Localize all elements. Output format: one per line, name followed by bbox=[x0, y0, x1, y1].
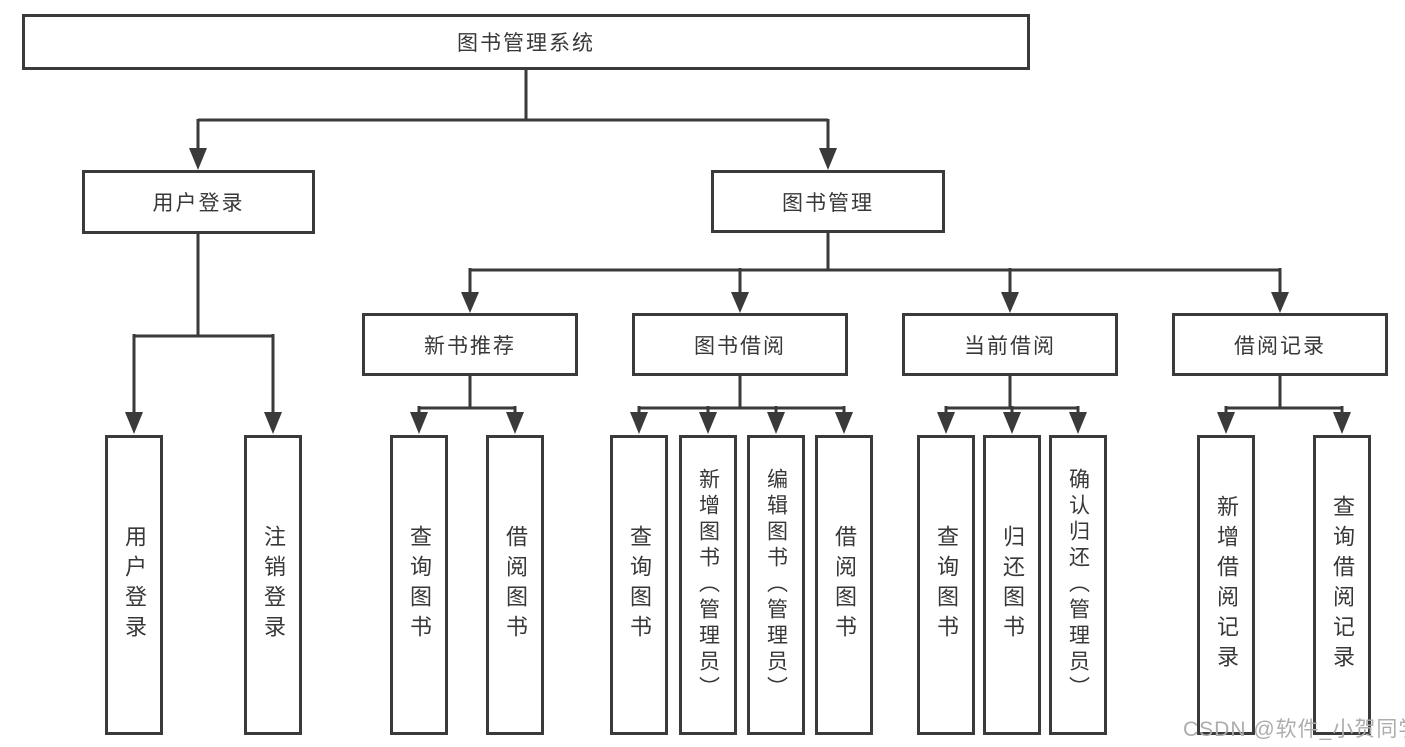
leaf-query-borrow-record: 查询借阅记录 bbox=[1313, 435, 1371, 735]
node-label: 归还图书 bbox=[1000, 525, 1025, 645]
node-label: 查询图书 bbox=[934, 525, 959, 645]
node-label: 新增图书（管理员） bbox=[696, 468, 720, 702]
node-label: 新书推荐 bbox=[424, 334, 516, 358]
node-label: 查询图书 bbox=[407, 525, 432, 645]
leaf-query-books-recommend: 查询图书 bbox=[390, 435, 448, 735]
node-book-management: 图书管理 bbox=[711, 170, 945, 233]
leaf-edit-books-admin: 编辑图书（管理员） bbox=[747, 435, 805, 735]
leaf-query-books-borrowing: 查询图书 bbox=[610, 435, 668, 735]
node-label: 图书借阅 bbox=[694, 334, 786, 358]
leaf-return-books: 归还图书 bbox=[983, 435, 1041, 735]
node-library-management-system: 图书管理系统 bbox=[22, 14, 1030, 70]
node-label: 图书管理系统 bbox=[457, 32, 595, 55]
node-label: 图书管理 bbox=[782, 191, 874, 215]
node-label: 借阅记录 bbox=[1234, 334, 1326, 358]
node-label: 注销登录 bbox=[261, 525, 286, 645]
node-current-borrowing: 当前借阅 bbox=[902, 313, 1118, 376]
leaf-borrow-books-borrowing: 借阅图书 bbox=[815, 435, 873, 735]
leaf-logout: 注销登录 bbox=[244, 435, 302, 735]
node-label: 编辑图书（管理员） bbox=[764, 468, 788, 702]
arrowheads bbox=[125, 148, 1351, 434]
node-label: 新增借阅记录 bbox=[1214, 495, 1239, 675]
leaf-query-books-current: 查询图书 bbox=[917, 435, 975, 735]
leaf-borrow-books-recommend: 借阅图书 bbox=[486, 435, 544, 735]
node-label: 确认归还（管理员） bbox=[1066, 468, 1090, 702]
leaf-confirm-return-admin: 确认归还（管理员） bbox=[1049, 435, 1107, 735]
node-label: 查询借阅记录 bbox=[1330, 495, 1355, 675]
leaf-user-login: 用户登录 bbox=[105, 435, 163, 735]
node-book-borrowing: 图书借阅 bbox=[632, 313, 848, 376]
node-user-login-group: 用户登录 bbox=[82, 170, 315, 234]
csdn-watermark: CSDN @软件_小贺同学 bbox=[1183, 718, 1405, 741]
node-label: 查询图书 bbox=[627, 525, 652, 645]
node-label: 借阅图书 bbox=[503, 525, 528, 645]
node-label: 借阅图书 bbox=[832, 525, 857, 645]
leaf-add-books-admin: 新增图书（管理员） bbox=[679, 435, 737, 735]
node-borrowing-records: 借阅记录 bbox=[1172, 313, 1388, 376]
node-label: 当前借阅 bbox=[964, 334, 1056, 358]
node-new-book-recommend: 新书推荐 bbox=[362, 313, 578, 376]
node-label: 用户登录 bbox=[152, 192, 245, 215]
leaf-add-borrow-record: 新增借阅记录 bbox=[1197, 435, 1255, 735]
node-label: 用户登录 bbox=[122, 525, 147, 645]
